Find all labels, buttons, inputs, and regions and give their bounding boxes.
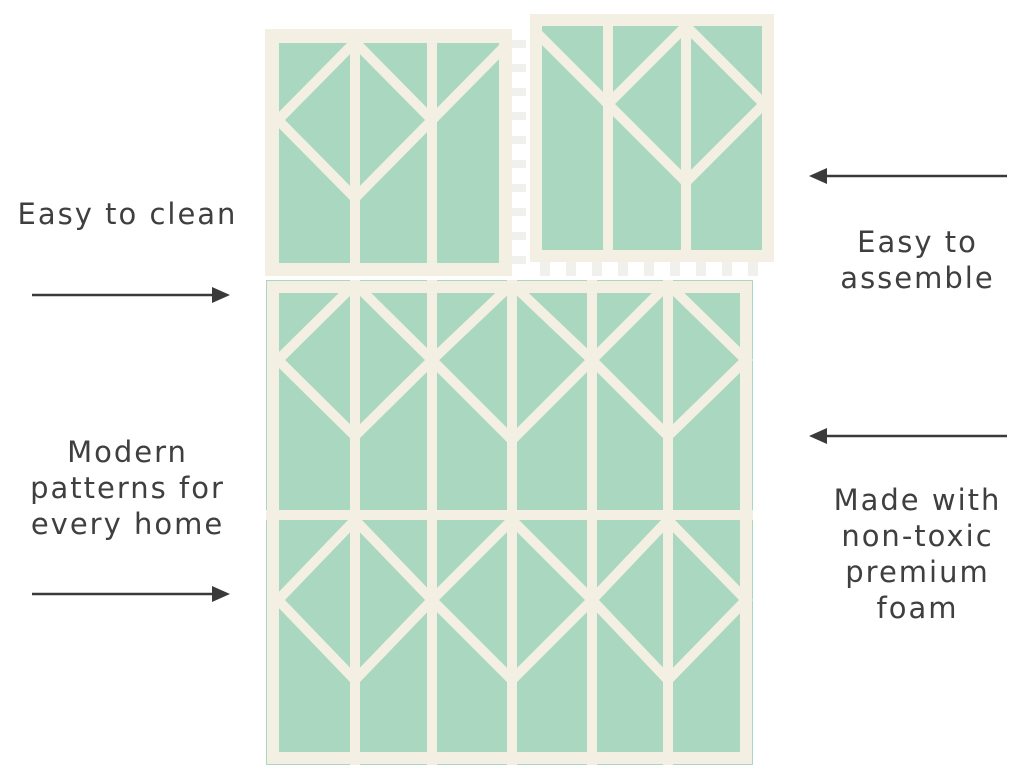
- feature-text: assemble: [840, 261, 995, 295]
- feature-non-toxic-foam: Made with non-toxic premium foam: [790, 482, 1020, 626]
- feature-modern-patterns: Modern patterns for every home: [0, 434, 255, 542]
- arrow-right-icon: [32, 586, 230, 602]
- feature-easy-to-assemble: Easy to assemble: [790, 224, 1020, 296]
- feature-text: Made with: [833, 483, 1002, 517]
- feature-text: foam: [876, 591, 959, 625]
- feature-text: premium: [845, 555, 990, 589]
- arrow-left-icon: [809, 168, 1007, 184]
- feature-text: non-toxic: [841, 519, 994, 553]
- feature-easy-to-clean: Easy to clean: [0, 196, 255, 232]
- feature-text: Modern: [67, 435, 188, 469]
- mat-tile-top-right: [530, 14, 774, 262]
- arrow-left-icon: [809, 428, 1007, 444]
- feature-text: patterns for: [30, 471, 225, 505]
- feature-text: every home: [30, 507, 225, 541]
- feature-text: Easy to clean: [17, 197, 238, 231]
- arrow-right-icon: [32, 287, 230, 303]
- mat-tile-top-left: [265, 29, 512, 276]
- puzzle-edge: [512, 40, 758, 276]
- feature-text: Easy to: [857, 225, 978, 259]
